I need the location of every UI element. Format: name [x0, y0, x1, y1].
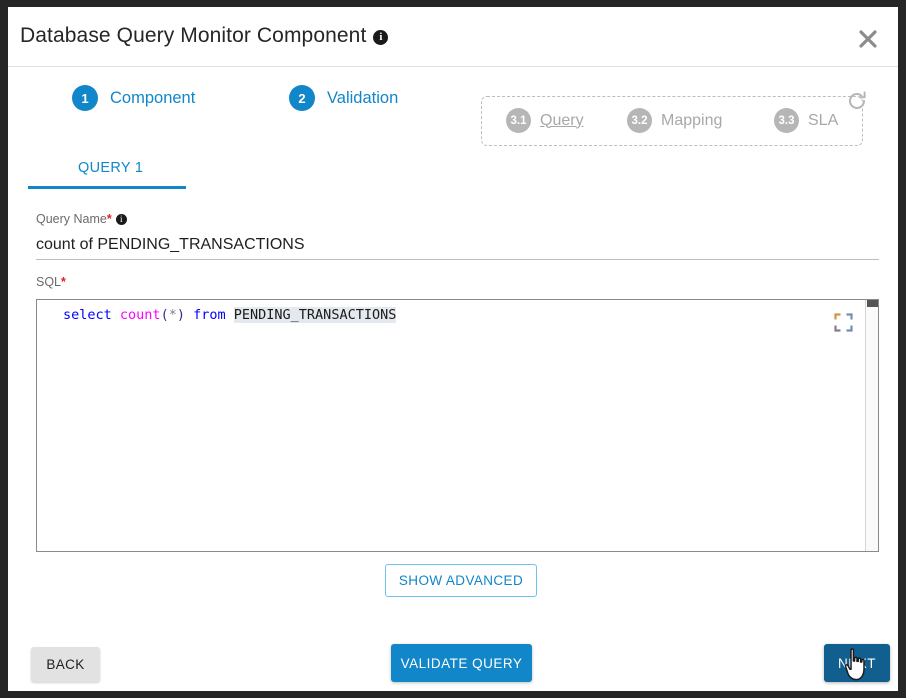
step-component[interactable]: 1 Component: [72, 85, 195, 111]
substep-label: SLA: [808, 111, 839, 129]
query-name-input[interactable]: [36, 231, 879, 260]
query-form: Query Name*i SQL* select count(*) from P…: [8, 212, 898, 552]
sql-token-paren: (: [160, 307, 169, 323]
sql-label: SQL*: [36, 275, 66, 289]
back-button[interactable]: BACK: [31, 647, 100, 682]
substep-sla[interactable]: 3.3 SLA: [774, 108, 838, 133]
dialog-title-text: Database Query Monitor Component: [20, 24, 367, 47]
page-title: Database Query Monitor Component i: [20, 24, 389, 48]
sql-token-plain: [185, 307, 193, 323]
sql-token-plain: [112, 307, 120, 323]
tab-query-1[interactable]: QUERY 1: [28, 155, 186, 189]
info-icon[interactable]: i: [115, 214, 127, 225]
sql-token-star: *: [168, 307, 177, 323]
tab-label: QUERY 1: [78, 160, 144, 176]
substep-group: 3.1 Query 3.2 Mapping 3.3 SLA: [481, 96, 863, 146]
sql-token-paren: ): [176, 307, 185, 323]
substep-label: Mapping: [661, 111, 723, 129]
expand-icon[interactable]: [834, 313, 853, 332]
sql-token-identifier: PENDING_TRANSACTIONS: [233, 307, 397, 323]
sql-token-plain: [226, 307, 234, 323]
step-label: Validation: [327, 88, 399, 107]
editor-scrollbar[interactable]: [865, 300, 878, 551]
validate-query-button[interactable]: VALIDATE QUERY: [391, 644, 532, 682]
step-number: 1: [72, 85, 98, 111]
sql-token-keyword: select: [63, 307, 112, 323]
sql-code-line: select count(*) from PENDING_TRANSACTION…: [63, 306, 397, 324]
required-marker: *: [106, 212, 112, 226]
substep-number: 3.2: [627, 108, 652, 133]
substep-number: 3.3: [774, 108, 799, 133]
show-advanced-button[interactable]: SHOW ADVANCED: [385, 564, 537, 597]
refresh-icon[interactable]: [846, 90, 868, 112]
modal-dialog: Database Query Monitor Component i 1 Comp…: [8, 7, 898, 691]
dialog-title-bar: Database Query Monitor Component i: [8, 7, 898, 67]
query-name-label-text: Query Name: [36, 212, 107, 226]
wizard-stepper: 1 Component 2 Validation: [8, 67, 898, 135]
sql-code-editor[interactable]: select count(*) from PENDING_TRANSACTION…: [36, 299, 879, 552]
editor-scrollbar-thumb[interactable]: [867, 300, 878, 307]
close-icon[interactable]: [854, 25, 882, 53]
substep-number: 3.1: [506, 108, 531, 133]
substep-query[interactable]: 3.1 Query: [506, 108, 584, 133]
sql-token-keyword: from: [193, 307, 226, 323]
sql-label-text: SQL: [36, 275, 62, 289]
sql-token-function: count: [119, 307, 161, 323]
step-label: Component: [110, 88, 196, 107]
info-icon[interactable]: i: [373, 30, 389, 45]
substep-label: Query: [540, 111, 584, 129]
tab-strip: QUERY 1: [28, 155, 878, 190]
required-marker: *: [61, 275, 66, 289]
step-number: 2: [289, 85, 315, 111]
step-validation[interactable]: 2 Validation: [289, 85, 398, 111]
query-name-label: Query Name*i: [36, 212, 898, 226]
substep-mapping[interactable]: 3.2 Mapping: [627, 108, 722, 133]
next-button[interactable]: NEXT: [824, 644, 890, 682]
